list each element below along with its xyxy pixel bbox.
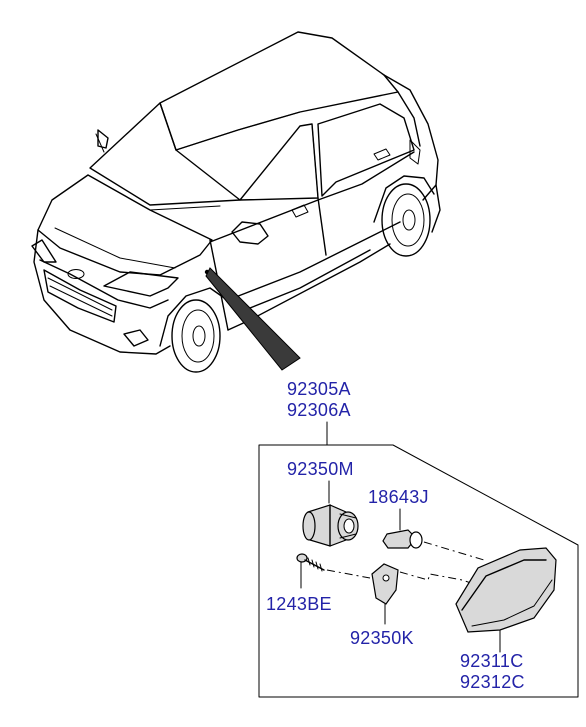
part-label-92350M: 92350M — [287, 459, 354, 479]
part-label-92305A: 92305A — [287, 379, 351, 399]
lens-drawing — [455, 547, 557, 633]
bulb-drawing — [382, 529, 423, 549]
bulb-axis-line — [423, 541, 485, 561]
bracket-axis-line — [399, 571, 481, 587]
screw-axis-line — [326, 569, 371, 579]
part-label-92350K: 92350K — [350, 628, 414, 648]
bulb-socket-drawing — [302, 504, 359, 547]
part-label-92306A: 92306A — [287, 400, 351, 420]
bracket-drawing — [371, 563, 399, 605]
part-label-92311C: 92311C — [460, 651, 524, 671]
part-label-1243BE: 1243BE — [266, 594, 332, 614]
car-illustration — [31, 31, 441, 373]
screw-drawing — [296, 553, 325, 572]
part-label-18643J: 18643J — [368, 487, 429, 507]
part-label-92312C: 92312C — [460, 672, 525, 692]
exploded-view-frame — [258, 444, 579, 698]
